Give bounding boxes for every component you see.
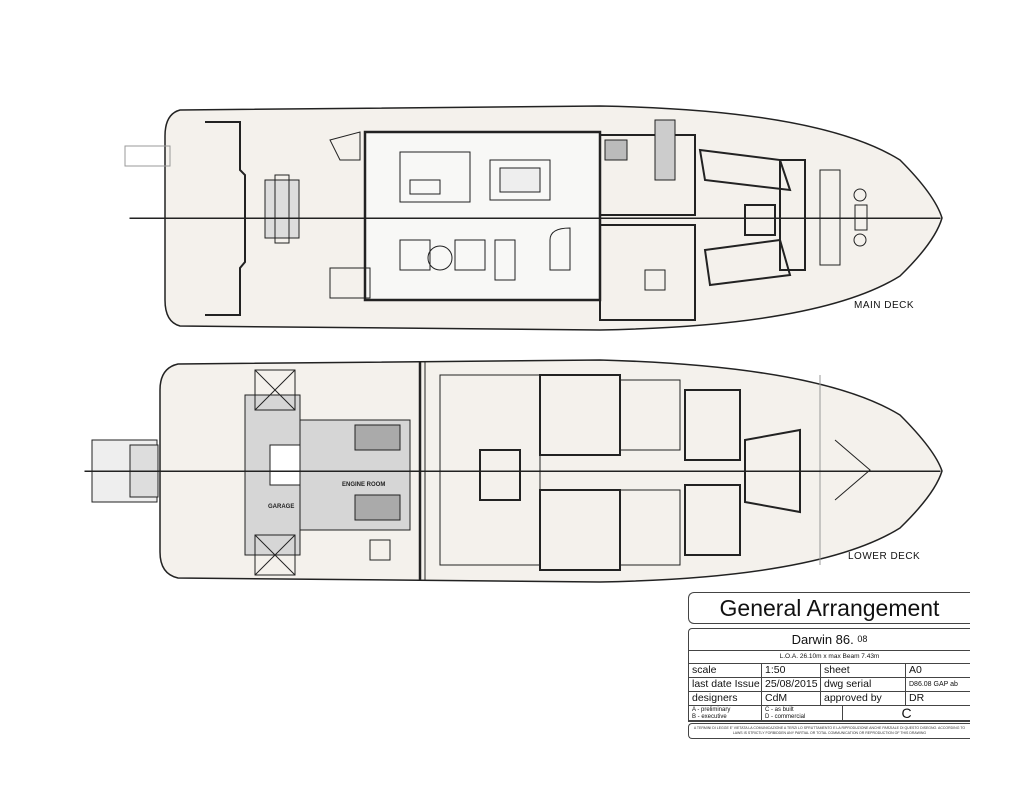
garage-label: GARAGE — [268, 504, 294, 510]
lower-deck-label: LOWER DECK — [848, 551, 920, 562]
info-row-scale: scale 1:50 sheet A0 — [689, 664, 970, 678]
project-title: Darwin 86. — [791, 632, 854, 647]
status-row: A - preliminary B - executive C - as bui… — [689, 706, 970, 721]
project-suffix: 08 — [857, 634, 868, 644]
title-block: General Arrangement Darwin 86. 08 L.O.A.… — [688, 592, 970, 739]
scale-value: 1:50 — [762, 664, 821, 677]
sheet-value: A0 — [909, 664, 922, 676]
legend-a: A - preliminary — [692, 707, 731, 713]
project-dimensions: L.O.A. 26.10m x max Beam 7.43m — [689, 651, 970, 664]
main-deck-centerline — [129, 217, 941, 219]
approved-label: approved by — [821, 692, 906, 705]
status-value: C — [901, 706, 912, 720]
info-row-designers: designers CdM approved by DR — [689, 692, 970, 706]
main-deck-plan — [124, 105, 943, 331]
engine-room-label: ENGINE ROOM — [342, 482, 385, 488]
serial-value: D86.08 GAP ab — [909, 681, 958, 688]
designers-value: CdM — [762, 692, 821, 705]
legend-b: B - executive — [692, 713, 727, 720]
project-name: Darwin 86. 08 — [689, 629, 970, 651]
lower-deck-plan — [84, 359, 943, 583]
approved-value: DR — [909, 692, 925, 704]
legend-d: D - commercial — [765, 713, 806, 720]
serial-label: dwg serial — [821, 678, 906, 691]
scale-label: scale — [689, 664, 762, 677]
legend-c: C - as built — [765, 707, 794, 713]
date-label: last date Issue — [689, 678, 762, 691]
lower-deck-centerline — [84, 470, 941, 472]
info-row-date: last date Issue 25/08/2015 dwg serial D8… — [689, 678, 970, 692]
main-deck-label: MAIN DECK — [854, 300, 914, 311]
date-value: 25/08/2015 — [762, 678, 821, 691]
designers-label: designers — [689, 692, 762, 705]
copyright-notice: A TERMINI DI LEGGE E' VIETATA LA COMUNIC… — [688, 723, 970, 739]
sheet-label: sheet — [821, 664, 906, 677]
drawing-title: General Arrangement — [688, 592, 970, 624]
